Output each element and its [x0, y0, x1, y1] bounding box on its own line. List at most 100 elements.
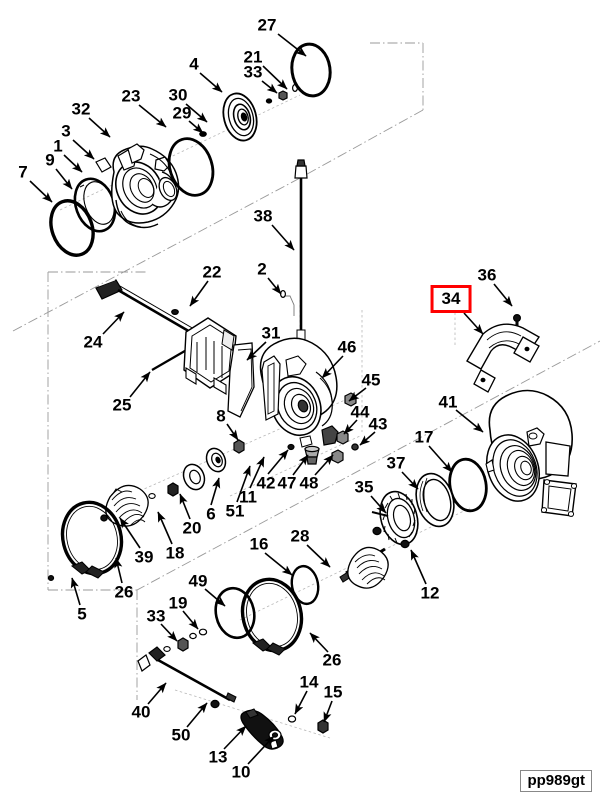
drawing-code-label: pp989gt: [520, 770, 592, 792]
callout-leader-16: [264, 552, 293, 576]
callout-number-9[interactable]: 9: [45, 150, 55, 170]
part-7-oring: [49, 199, 95, 257]
callout-number-25[interactable]: 25: [112, 395, 132, 415]
callout-number-13[interactable]: 13: [208, 747, 228, 767]
callout-number-12[interactable]: 12: [420, 583, 440, 603]
callout-number-17[interactable]: 17: [414, 427, 434, 447]
callout-number-24[interactable]: 24: [83, 332, 103, 352]
callout-number-5[interactable]: 5: [77, 604, 87, 624]
callout-number-15[interactable]: 15: [323, 682, 343, 702]
part-10-pin: [269, 739, 279, 750]
callout-leader-3: [72, 139, 95, 160]
callout-leader-33: [261, 80, 278, 94]
callout-leader-28: [306, 544, 331, 568]
callout-number-3[interactable]: 3: [61, 121, 71, 141]
callout-number-29[interactable]: 29: [172, 103, 192, 123]
callout-number-31[interactable]: 31: [261, 323, 281, 343]
callout-leader-30: [185, 103, 208, 123]
callout-number-26[interactable]: 26: [114, 582, 134, 602]
callout-leader-31: [246, 341, 267, 361]
callout-leader-40: [147, 682, 167, 705]
callout-number-7[interactable]: 7: [18, 162, 28, 182]
part-31-heat-shield: [227, 342, 255, 418]
part-42-11-fasteners: [287, 443, 295, 451]
callout-leader-29: [188, 120, 204, 134]
callout-number-14[interactable]: 14: [299, 672, 319, 692]
callout-leader-12: [410, 549, 427, 585]
callout-leader-47: [292, 454, 309, 476]
part-24-actuator-arm: [95, 279, 195, 335]
callout-number-40[interactable]: 40: [131, 702, 151, 722]
callout-number-38[interactable]: 38: [253, 206, 273, 226]
part-6-seal-plate: [182, 463, 206, 491]
part-28-turbine-shaft-wheel: [339, 546, 389, 589]
part-12b-bolt: [372, 526, 382, 536]
callout-number-44[interactable]: 44: [350, 402, 370, 422]
part-43-bolt: [351, 443, 359, 451]
callout-number-22[interactable]: 22: [202, 262, 222, 282]
callout-leader-14: [294, 690, 308, 715]
callout-number-18[interactable]: 18: [165, 543, 185, 563]
callout-number-11[interactable]: 11: [239, 487, 257, 507]
callout-leader-38: [271, 224, 295, 251]
part-47-oil-fitting: [304, 445, 320, 465]
part-26-vband-clamp-lower: [240, 577, 304, 656]
callout-leader-43: [359, 431, 376, 446]
callout-leader-6: [210, 477, 221, 506]
callout-number-49[interactable]: 49: [188, 571, 208, 591]
part-38-actuator-rod-group: [280, 159, 308, 354]
callout-leader-36: [493, 283, 513, 307]
callout-number-42[interactable]: 42: [256, 473, 276, 493]
callout-leader-44: [343, 419, 358, 435]
callout-number-8[interactable]: 8: [216, 406, 226, 426]
callout-number-32[interactable]: 32: [71, 99, 91, 119]
callout-number-23[interactable]: 23: [121, 86, 141, 106]
callout-number-37[interactable]: 37: [386, 453, 406, 473]
callout-number-2[interactable]: 2: [257, 259, 267, 279]
callout-leader-10: [247, 735, 275, 765]
callout-leader-37: [401, 471, 419, 490]
callout-number-21[interactable]: 21: [243, 47, 263, 67]
callout-number-20[interactable]: 20: [182, 518, 202, 538]
part-37-backplate: [415, 472, 455, 528]
callout-leader-20: [179, 493, 191, 520]
callout-number-48[interactable]: 48: [299, 473, 319, 493]
callout-leader-19: [182, 610, 199, 630]
callout-leader-35: [370, 495, 387, 514]
callout-number-10[interactable]: 10: [231, 762, 251, 782]
callout-number-33[interactable]: 33: [146, 606, 166, 626]
callout-leader-48: [314, 454, 334, 476]
callout-number-27[interactable]: 27: [257, 15, 277, 35]
callout-number-43[interactable]: 43: [368, 414, 388, 434]
callout-number-1[interactable]: 1: [53, 136, 63, 156]
callout-number-35[interactable]: 35: [354, 477, 374, 497]
callout-number-28[interactable]: 28: [290, 526, 310, 546]
part-23-bearing-housing: [111, 143, 180, 229]
callout-number-33[interactable]: 33: [243, 62, 263, 82]
callout-number-30[interactable]: 30: [168, 85, 188, 105]
part-41-turbine-housing: [485, 389, 578, 517]
callout-number-36[interactable]: 36: [477, 265, 497, 285]
callout-number-51[interactable]: 51: [225, 501, 245, 521]
callout-number-34-highlighted[interactable]: 34: [430, 285, 472, 313]
callout-number-47[interactable]: 47: [277, 473, 297, 493]
callout-leader-45: [348, 387, 367, 402]
callout-number-4[interactable]: 4: [189, 54, 199, 74]
part-5-bolt: [47, 575, 55, 581]
part-22-washer: [171, 308, 179, 316]
callout-number-39[interactable]: 39: [134, 547, 154, 567]
callout-number-45[interactable]: 45: [361, 370, 381, 390]
callout-number-6[interactable]: 6: [206, 504, 216, 524]
callout-leader-33: [160, 623, 178, 642]
callout-number-41[interactable]: 41: [438, 392, 458, 412]
lower-assembly-group: [137, 564, 329, 750]
callout-leader-26: [309, 632, 329, 653]
upper-assembly-group: [49, 42, 332, 257]
callout-number-26[interactable]: 26: [322, 650, 342, 670]
callout-number-50[interactable]: 50: [171, 725, 191, 745]
callout-number-16[interactable]: 16: [249, 534, 269, 554]
part-15-nut: [317, 719, 329, 734]
callout-number-19[interactable]: 19: [168, 593, 188, 613]
callout-number-46[interactable]: 46: [337, 337, 357, 357]
